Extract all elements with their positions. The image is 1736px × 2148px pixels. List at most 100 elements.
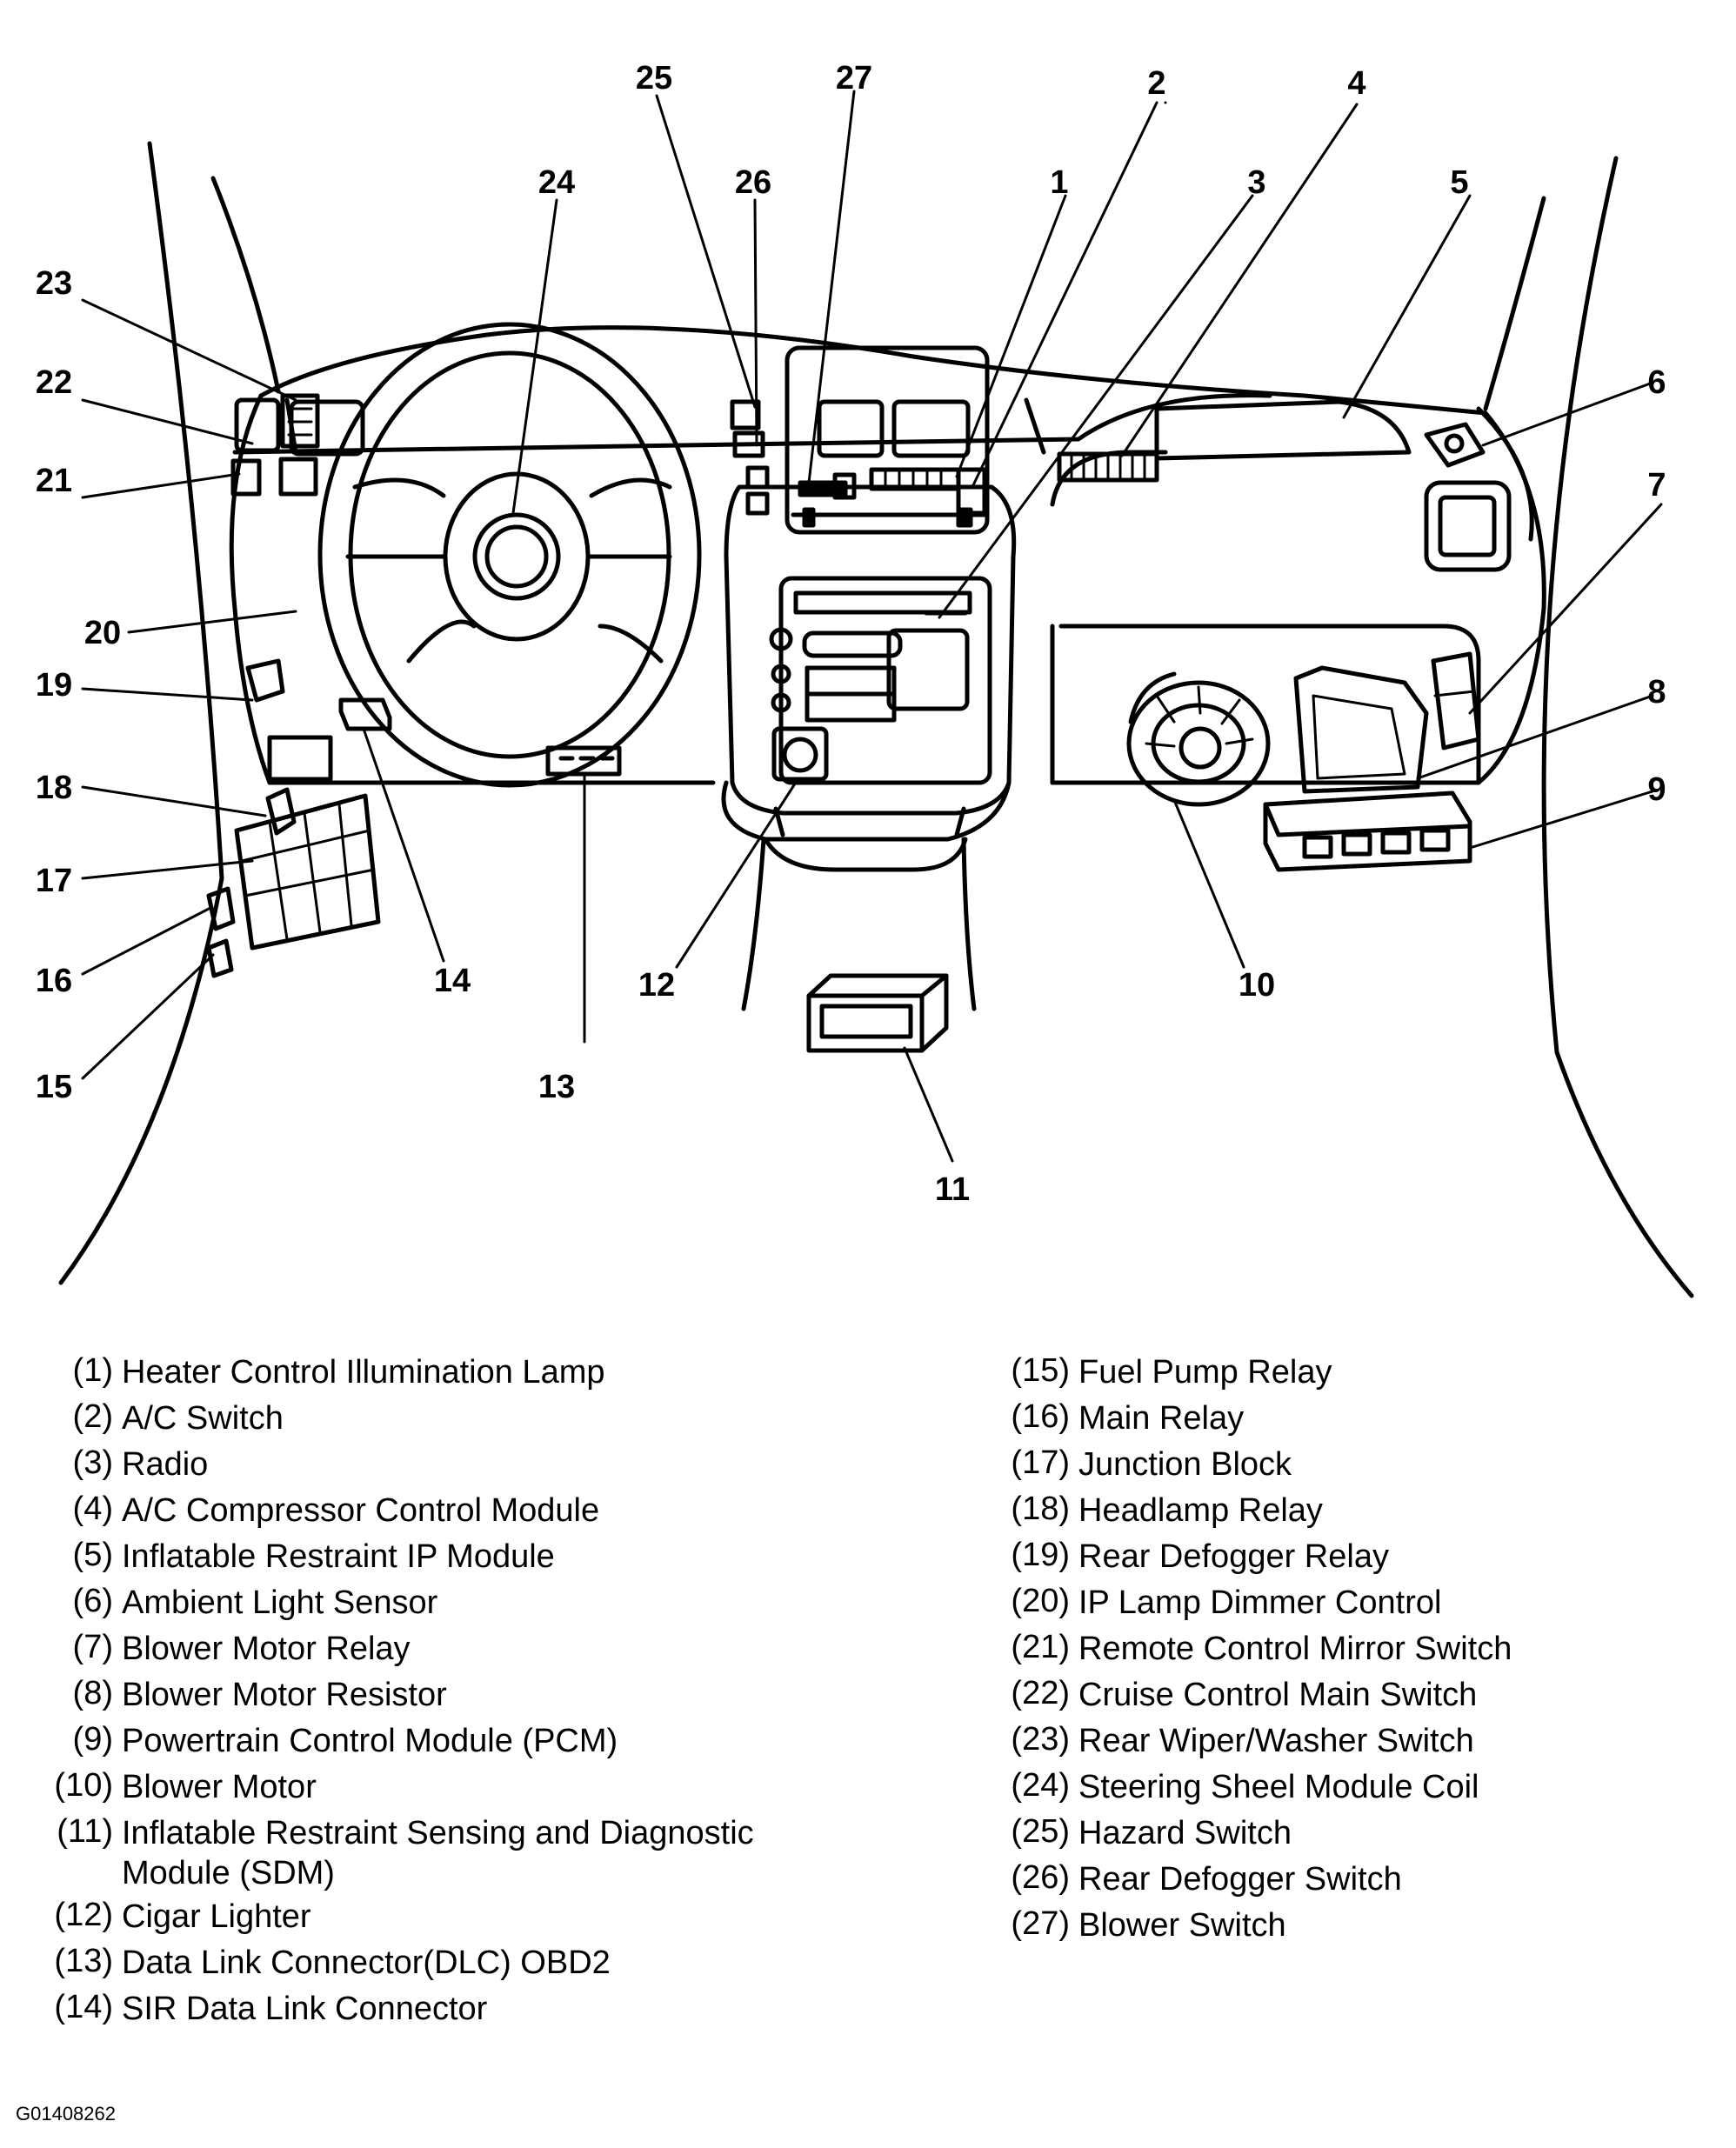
figure-code: G01408262 xyxy=(16,2103,116,2125)
callout-9: 9 xyxy=(1647,771,1666,808)
callout-15: 15 xyxy=(36,1069,72,1105)
dashboard-line-drawing: 25 27 2 4 26 24 1 3 5 23 22 6 21 7 20 19… xyxy=(36,60,1694,1298)
callout-3: 3 xyxy=(1247,164,1265,201)
legend-item-text: Blower Switch xyxy=(1078,1907,1286,1944)
legend-item-number: (16) xyxy=(1011,1398,1070,1435)
blower-motor-shape xyxy=(1126,671,1271,807)
legend-item-25: (25)Hazard Switch xyxy=(983,1813,1731,1859)
legend-item-text: Rear Wiper/Washer Switch xyxy=(1078,1723,1474,1759)
callout-25: 25 xyxy=(636,60,672,97)
legend-item-number: (1) xyxy=(72,1352,113,1389)
legend-item-number: (14) xyxy=(54,1989,113,2025)
legend-item-text: Inflatable Restraint Sensing and Diagnos… xyxy=(122,1815,754,1891)
legend-item-number: (22) xyxy=(1011,1675,1070,1711)
legend-item-number: (6) xyxy=(72,1583,113,1619)
callout-20: 20 xyxy=(84,615,121,651)
legend-item-text: Fuel Pump Relay xyxy=(1078,1354,1332,1391)
callout-4: 4 xyxy=(1347,65,1365,102)
legend-item-number: (26) xyxy=(1011,1859,1070,1896)
callout-10: 10 xyxy=(1239,967,1275,1004)
callout-21: 21 xyxy=(36,463,72,499)
leader-lines xyxy=(81,90,1663,1163)
legend-item-number: (20) xyxy=(1011,1583,1070,1619)
legend-item-number: (21) xyxy=(1011,1629,1070,1665)
legend-item-9: (9)Powertrain Control Module (PCM) xyxy=(26,1721,939,1767)
legend-item-number: (25) xyxy=(1011,1813,1070,1850)
legend-item-12: (12)Cigar Lighter xyxy=(26,1897,939,1943)
legend-left-column: (1)Heater Control Illumination Lamp(2)A/… xyxy=(26,1352,939,2035)
pcm-shape xyxy=(1263,790,1472,872)
legend-item-number: (18) xyxy=(1011,1491,1070,1527)
callout-6: 6 xyxy=(1647,364,1666,401)
legend-item-5: (5)Inflatable Restraint IP Module xyxy=(26,1537,939,1583)
legend-item-number: (27) xyxy=(1011,1905,1070,1942)
legend-item-number: (23) xyxy=(1011,1721,1070,1758)
legend-item-text: Main Relay xyxy=(1078,1400,1245,1437)
switch-stack xyxy=(730,399,770,516)
callout-19: 19 xyxy=(36,667,72,704)
legend-item-17: (17)Junction Block xyxy=(983,1444,1731,1491)
legend-item-text: A/C Compressor Control Module xyxy=(122,1492,600,1529)
callout-5: 5 xyxy=(1450,164,1468,201)
legend-item-text: SIR Data Link Connector xyxy=(122,1991,488,2027)
legend-item-text: Data Link Connector(DLC) OBD2 xyxy=(122,1945,611,1981)
ac-module-shape xyxy=(1057,451,1159,483)
legend-item-13: (13)Data Link Connector(DLC) OBD2 xyxy=(26,1943,939,1989)
legend-item-number: (13) xyxy=(54,1943,113,1979)
legend-item-4: (4)A/C Compressor Control Module xyxy=(26,1491,939,1537)
callout-16: 16 xyxy=(36,963,72,999)
legend-item-22: (22)Cruise Control Main Switch xyxy=(983,1675,1731,1721)
legend-item-text: Powertrain Control Module (PCM) xyxy=(122,1723,618,1759)
legend-item-text: Ambient Light Sensor xyxy=(122,1584,438,1621)
legend-item-number: (19) xyxy=(1011,1537,1070,1573)
legend-item-14: (14)SIR Data Link Connector xyxy=(26,1989,939,2035)
callout-1: 1 xyxy=(1050,164,1068,201)
legend-item-15: (15)Fuel Pump Relay xyxy=(983,1352,1731,1398)
legend-item-number: (9) xyxy=(72,1721,113,1758)
callout-18: 18 xyxy=(36,770,72,806)
legend-item-number: (2) xyxy=(72,1398,113,1435)
legend-item-10: (10)Blower Motor xyxy=(26,1767,939,1813)
legend-item-number: (12) xyxy=(54,1897,113,1933)
legend-item-2: (2)A/C Switch xyxy=(26,1398,939,1444)
callout-numbers: 25 27 2 4 26 24 1 3 5 23 22 6 21 7 20 19… xyxy=(36,60,1666,1208)
legend-item-number: (4) xyxy=(72,1491,113,1527)
legend-item-text: IP Lamp Dimmer Control xyxy=(1078,1584,1442,1621)
callout-17: 17 xyxy=(36,863,72,899)
legend-item-7: (7)Blower Motor Relay xyxy=(26,1629,939,1675)
legend-item-text: Cruise Control Main Switch xyxy=(1078,1677,1478,1713)
legend-item-27: (27)Blower Switch xyxy=(983,1905,1731,1951)
callout-22: 22 xyxy=(36,364,72,401)
ip-module-shape xyxy=(1154,399,1412,461)
legend-item-26: (26)Rear Defogger Switch xyxy=(983,1859,1731,1905)
legend-item-20: (20)IP Lamp Dimmer Control xyxy=(983,1583,1731,1629)
callout-26: 26 xyxy=(735,164,771,201)
callout-7: 7 xyxy=(1647,467,1666,504)
legend-item-23: (23)Rear Wiper/Washer Switch xyxy=(983,1721,1731,1767)
callout-24: 24 xyxy=(538,164,575,201)
legend-item-18: (18)Headlamp Relay xyxy=(983,1491,1731,1537)
sdm-shape xyxy=(806,973,949,1053)
legend-item-number: (15) xyxy=(1011,1352,1070,1389)
heater-control xyxy=(791,467,990,528)
legend-item-text: Hazard Switch xyxy=(1078,1815,1292,1851)
callout-14: 14 xyxy=(434,963,471,999)
legend-item-text: Blower Motor xyxy=(122,1769,317,1805)
body-outline xyxy=(58,141,1694,1298)
callout-11: 11 xyxy=(935,1171,970,1208)
callout-8: 8 xyxy=(1647,674,1666,710)
legend-item-19: (19)Rear Defogger Relay xyxy=(983,1537,1731,1583)
legend-item-text: Blower Motor Resistor xyxy=(122,1677,447,1713)
legend-item-number: (7) xyxy=(72,1629,113,1665)
legend-item-text: Steering Sheel Module Coil xyxy=(1078,1769,1479,1805)
legend-item-1: (1)Heater Control Illumination Lamp xyxy=(26,1352,939,1398)
legend-item-8: (8)Blower Motor Resistor xyxy=(26,1675,939,1721)
legend-item-number: (8) xyxy=(72,1675,113,1711)
callout-23: 23 xyxy=(36,265,72,302)
legend-item-number: (24) xyxy=(1011,1767,1070,1804)
legend-item-text: Rear Defogger Relay xyxy=(1078,1538,1389,1575)
legend-item-24: (24)Steering Sheel Module Coil xyxy=(983,1767,1731,1813)
legend-item-text: Headlamp Relay xyxy=(1078,1492,1323,1529)
legend-item-number: (11) xyxy=(57,1813,113,1850)
